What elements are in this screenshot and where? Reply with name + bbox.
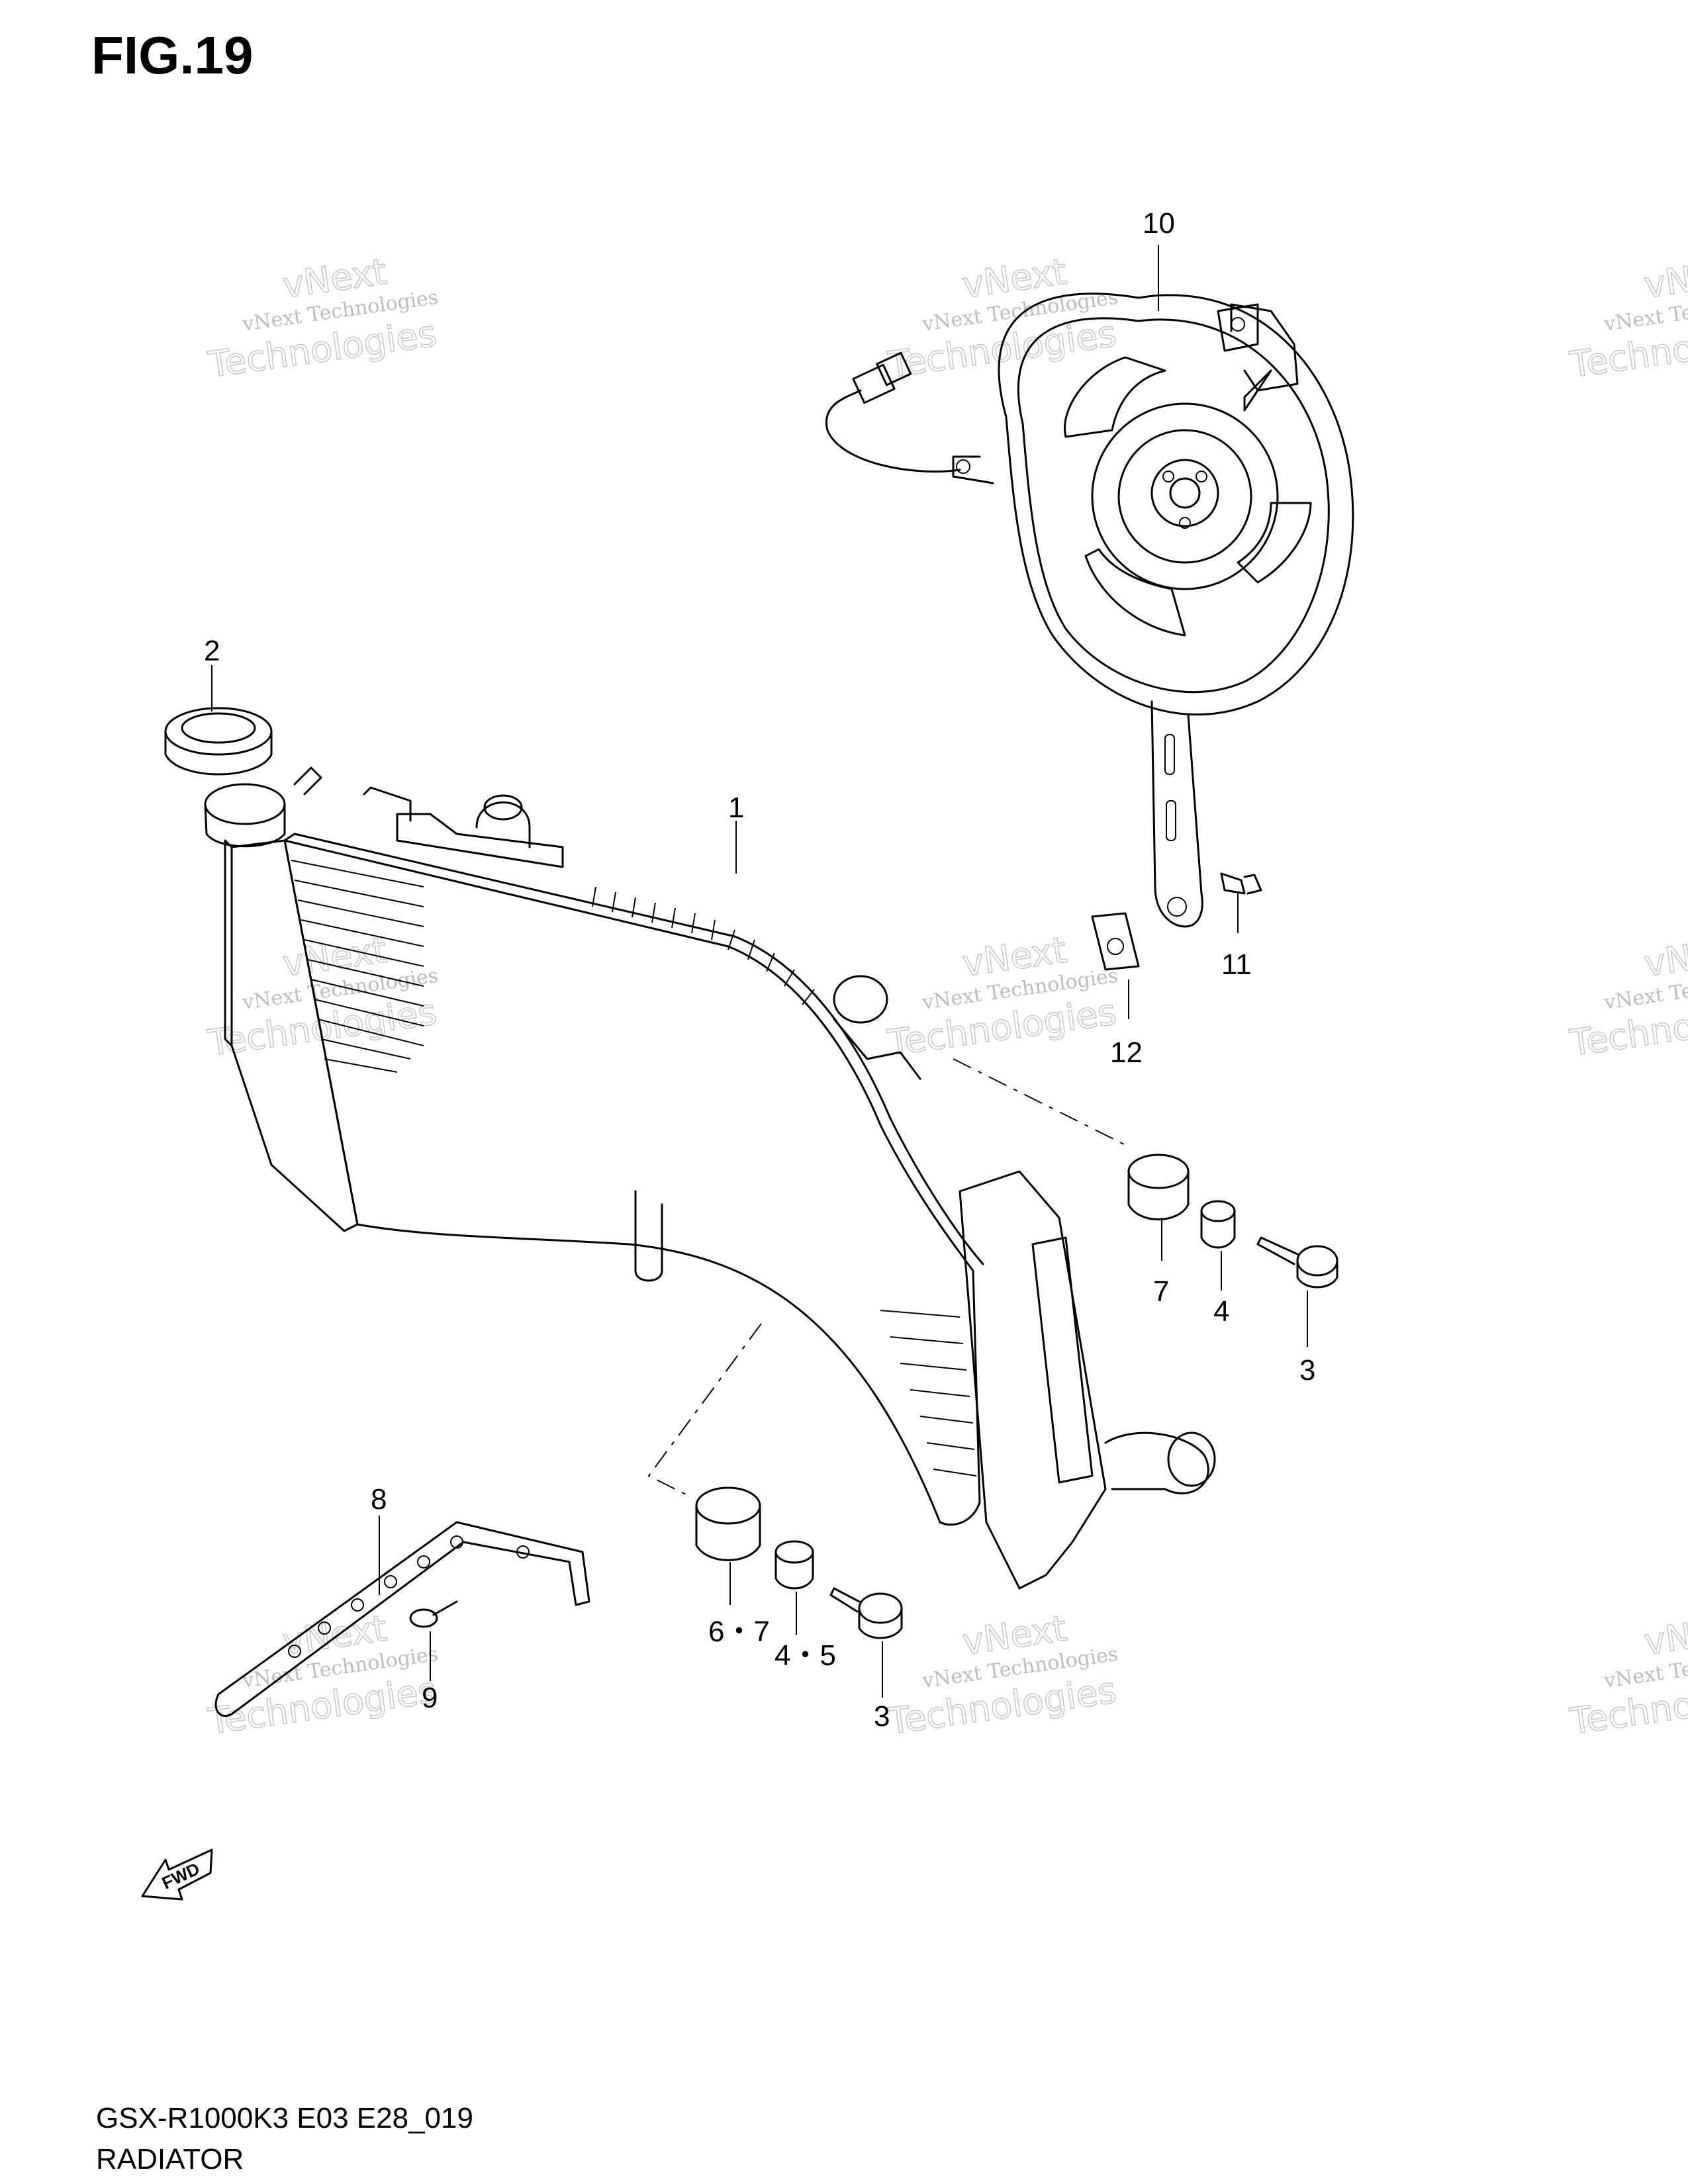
watermark: vNext Technologies Technologies vNext	[205, 1607, 440, 1743]
watermark: vNext Technologies Technologies vNext	[205, 250, 440, 387]
callout-12: 12	[1110, 1036, 1143, 1069]
callout-1: 1	[728, 792, 744, 824]
watermark: vNext Technologies Technologies vNext	[1566, 929, 1688, 1065]
watermark: vNext Technologies Technologies vNext	[1566, 250, 1688, 387]
bolt-upper	[1256, 1236, 1338, 1289]
nut-fan	[1091, 912, 1140, 971]
radiator-fins-top	[592, 886, 815, 1005]
watermark: vNext Technologies Technologies vNext	[1566, 1607, 1688, 1743]
callout-10: 10	[1143, 207, 1175, 240]
callout-2: 2	[204, 635, 220, 667]
bolt-fan	[1220, 872, 1262, 895]
bolt-lower	[829, 1587, 903, 1639]
bracket-bolt	[409, 1600, 458, 1628]
svg-text:vNext: vNext	[1642, 1608, 1688, 1663]
callout-3-upper: 3	[1299, 1354, 1315, 1387]
callout-9: 9	[422, 1682, 438, 1714]
radiator	[204, 766, 1216, 1590]
collar-upper	[1200, 1200, 1236, 1249]
watermark: vNext Technologies Technologies vNext	[884, 1607, 1119, 1743]
callout-6-7: 6・7	[708, 1615, 770, 1648]
figure-title: FIG.19	[91, 26, 254, 85]
cooling-fan-assembly	[825, 293, 1354, 928]
callout-11: 11	[1221, 948, 1252, 981]
grommet-lower	[695, 1486, 761, 1561]
fwd-arrow-icon: FWD	[141, 1848, 213, 1901]
svg-text:vNext: vNext	[1642, 929, 1688, 985]
radiator-fins-left	[291, 860, 424, 1073]
model-code: GSX-R1000K3 E03 E28_019	[96, 2102, 473, 2134]
callout-4: 4	[1213, 1295, 1229, 1328]
callout-7: 7	[1153, 1275, 1169, 1308]
watermark-group: vNext Technologies Technologies vNext vN…	[205, 250, 1688, 1743]
radiator-cap	[164, 707, 273, 776]
callout-8: 8	[371, 1483, 387, 1516]
radiator-fins-right	[880, 1310, 977, 1477]
group-name: RADIATOR	[96, 2143, 244, 2175]
watermark: vNext Technologies Technologies vNext	[884, 929, 1119, 1065]
leader-lines	[211, 245, 1308, 1698]
callout-3-lower: 3	[874, 1700, 890, 1733]
radiator-bracket	[214, 1521, 590, 1717]
collar-lower	[774, 1540, 814, 1590]
callout-4-5: 4・5	[774, 1639, 836, 1672]
watermark: vNext Technologies Technologies vNext	[884, 250, 1119, 387]
grommet-upper	[1127, 1154, 1190, 1220]
callouts: 10 2 1 11 12 7 4 3 8 6・7 4・5 3 9	[204, 207, 1315, 1733]
svg-text:vNext: vNext	[1642, 251, 1688, 306]
